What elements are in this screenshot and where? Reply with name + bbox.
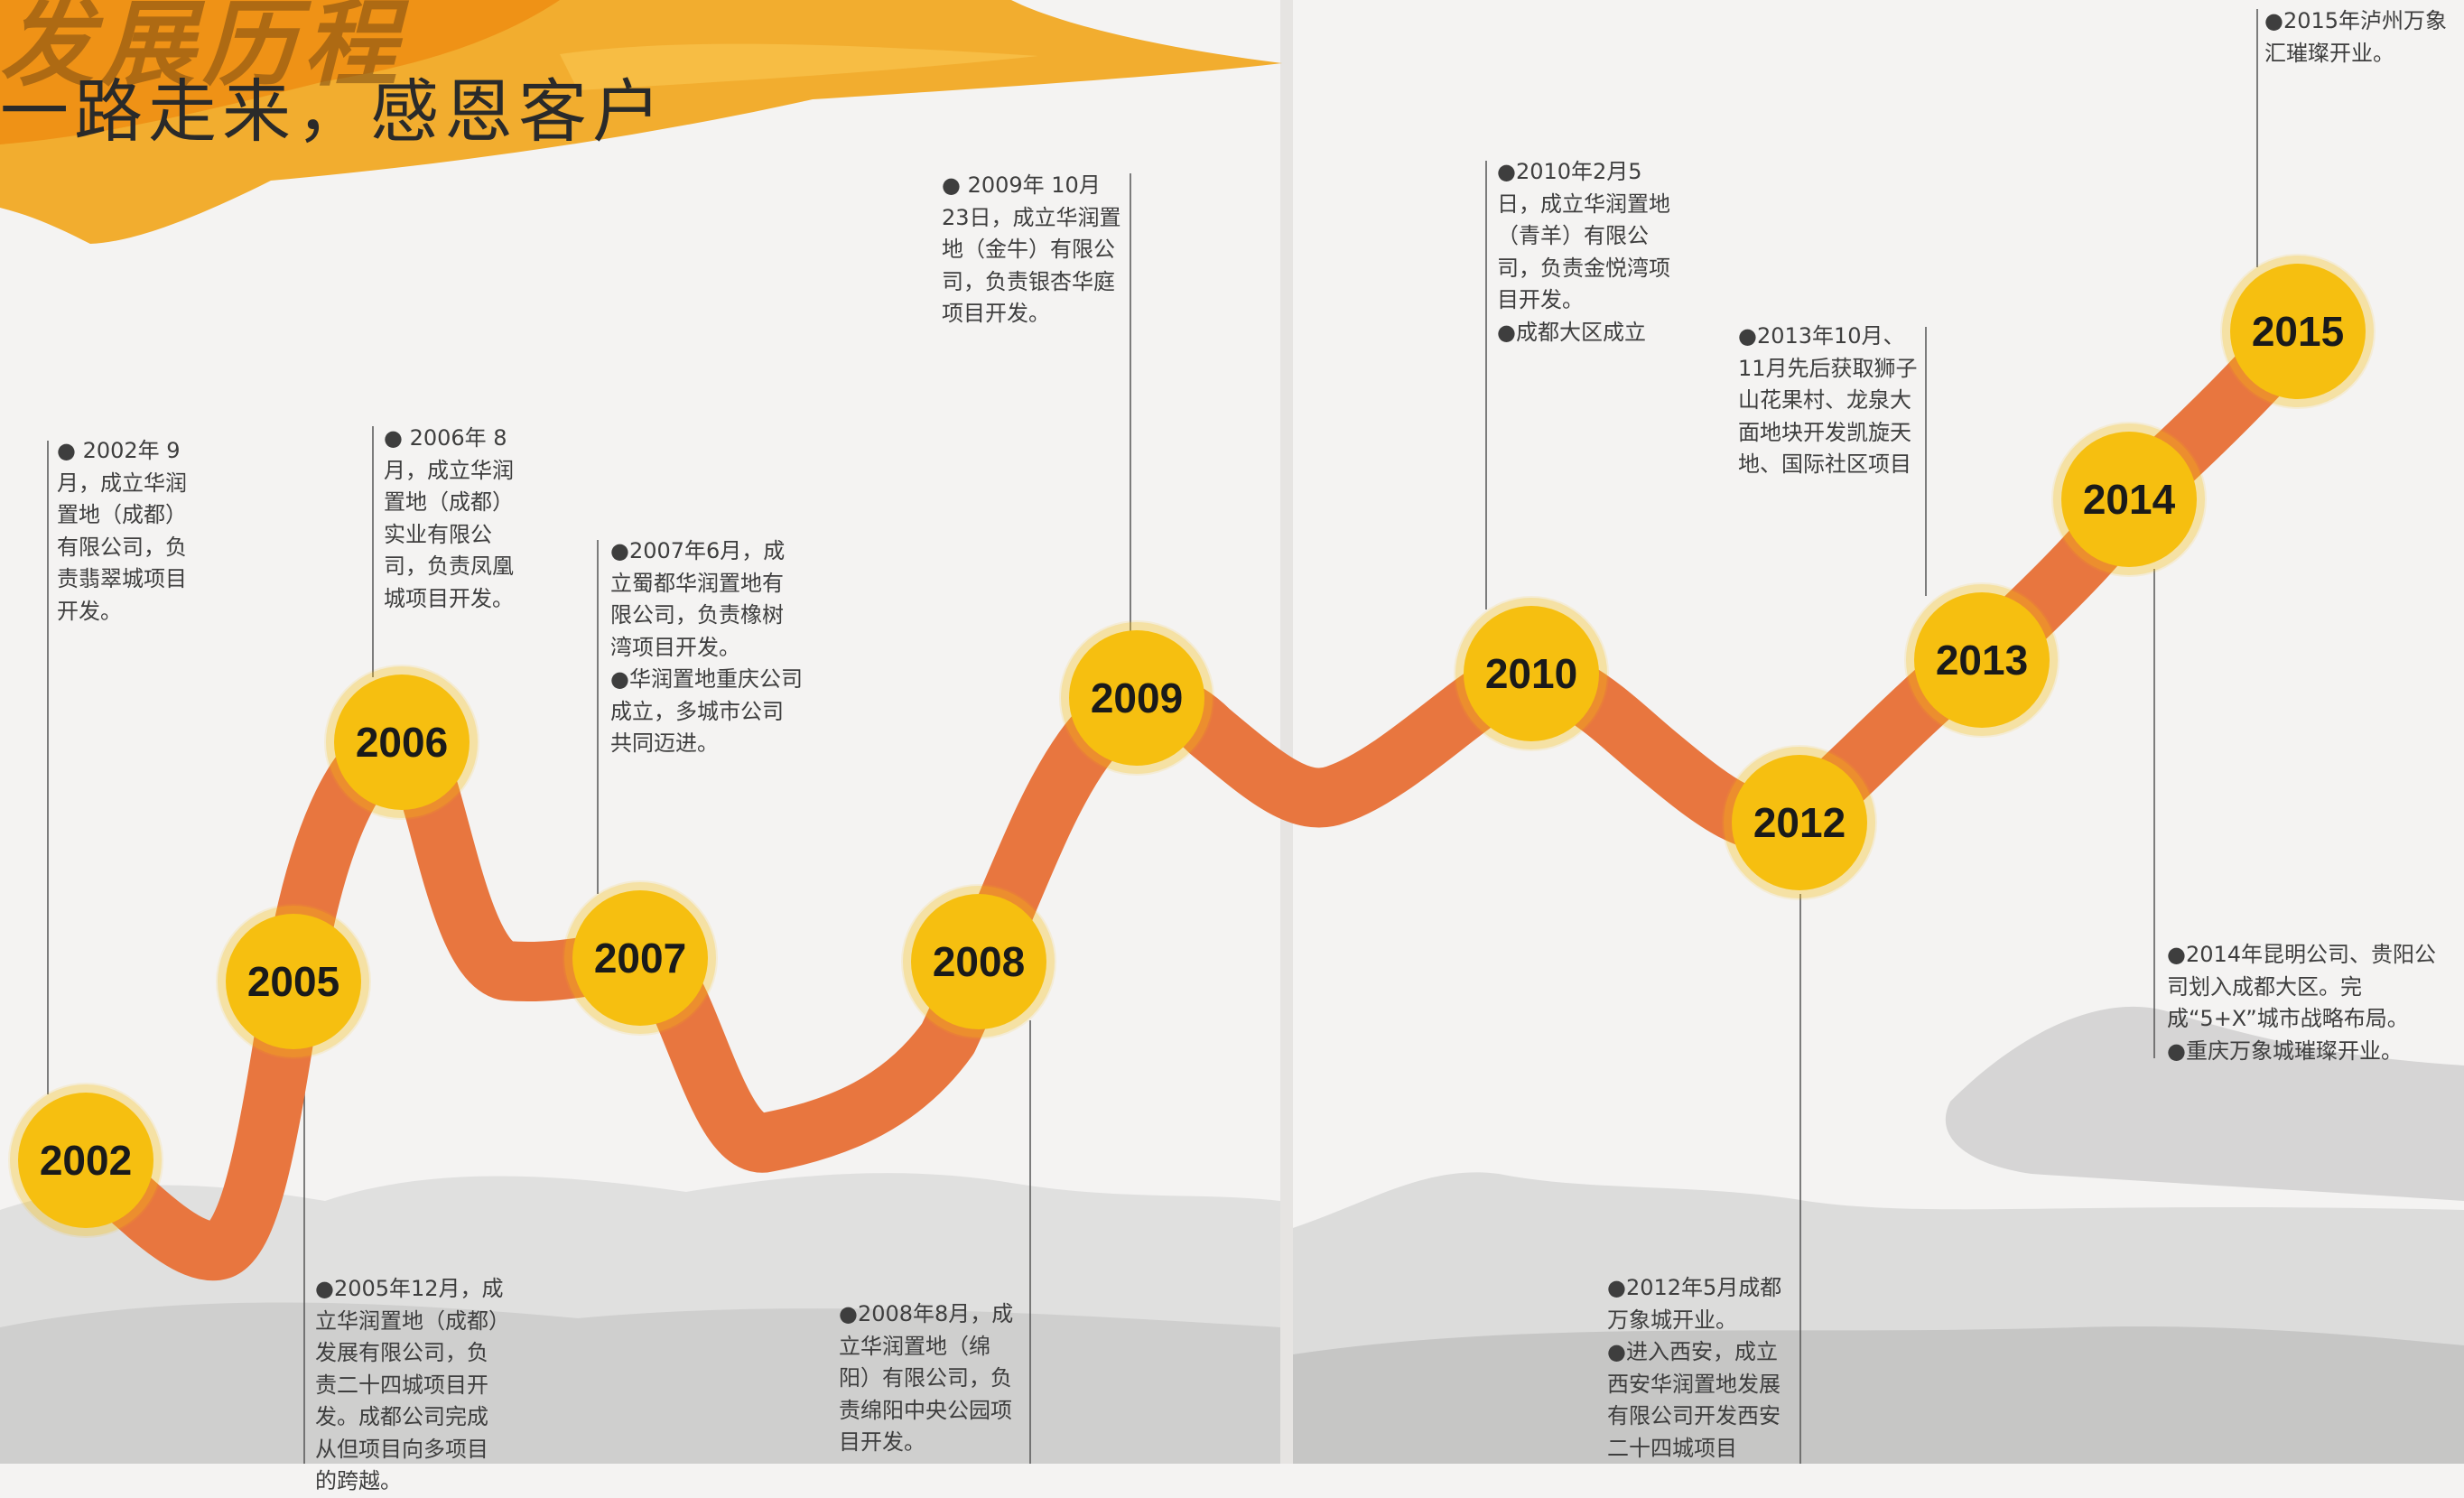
milestone-note-2002: ● 2002年 9月，成立华润置地（成都）有限公司，负责翡翠城项目开发。 <box>57 435 203 628</box>
page-title: 发展历程 <box>0 0 405 99</box>
milestone-note-2007: ●2007年6月，成立蜀都华润置地有限公司，负责橡树湾项目开发。 ●华润置地重庆… <box>610 535 804 760</box>
note-text: ●重庆万象城璀璨开业。 <box>2167 1037 2403 1064</box>
timeline-path <box>56 300 2328 1281</box>
note-text: ●成都大区成立 <box>1497 319 1646 345</box>
milestone-note-2008: ●2008年8月，成立华润置地（绵阳）有限公司，负责绵阳中央公园项目开发。 <box>839 1298 1019 1459</box>
background-art <box>0 0 2464 1464</box>
year-node-2002: 2002 <box>18 1093 153 1228</box>
timeline-graphic <box>47 9 2328 1464</box>
year-node-2005: 2005 <box>226 914 361 1049</box>
leader-lines <box>47 9 2258 1464</box>
page-subtitle: 一路走来，感恩客户 <box>0 71 666 152</box>
note-text: ●2013年10月、11月先后获取狮子山花果村、龙泉大面地块开发凯旋天地、国际社… <box>1738 323 1918 477</box>
note-text: ●2014年昆明公司、贵阳公司划入成都大区。完成“5+X”城市战略布局。 <box>2167 942 2437 1031</box>
milestone-note-2009: ● 2009年 10月23日，成立华润置地（金牛）有限公司，负责银杏华庭项目开发… <box>942 170 1127 330</box>
year-node-2013: 2013 <box>1914 592 2050 728</box>
milestone-note-2014: ●2014年昆明公司、贵阳公司划入成都大区。完成“5+X”城市战略布局。 ●重庆… <box>2167 939 2456 1067</box>
note-text: ● 2002年 9月，成立华润置地（成都）有限公司，负责翡翠城项目开发。 <box>57 438 187 624</box>
milestone-note-2010: ●2010年2月5日，成立华润置地（青羊）有限公司，负责金悦湾项目开发。 ●成都… <box>1497 156 1682 349</box>
note-text: ●2015年泸州万象汇璀璨开业。 <box>2264 8 2448 66</box>
milestone-note-2005: ●2005年12月，成立华润置地（成都）发展有限公司，负责二十四城项目开发。成都… <box>315 1273 509 1498</box>
note-text: ●2010年2月5日，成立华润置地（青羊）有限公司，负责金悦湾项目开发。 <box>1497 159 1670 312</box>
note-text: ● 2006年 8月，成立华润置地（成都）实业有限公司，负责凤凰城项目开发。 <box>384 425 514 611</box>
milestone-note-2013: ●2013年10月、11月先后获取狮子山花果村、龙泉大面地块开发凯旋天地、国际社… <box>1738 321 1923 481</box>
year-node-2009: 2009 <box>1069 630 1204 766</box>
note-text: ●2012年5月成都万象城开业。 <box>1607 1275 1782 1333</box>
note-text: ●2008年8月，成立华润置地（绵阳）有限公司，负责绵阳中央公园项目开发。 <box>839 1301 1014 1455</box>
year-node-2008: 2008 <box>911 894 1046 1029</box>
note-text: ●2005年12月，成立华润置地（成都）发展有限公司，负责二十四城项目开发。成都… <box>315 1276 504 1493</box>
milestone-note-2012: ●2012年5月成都万象城开业。 ●进入西安，成立西安华润置地发展有限公司开发西… <box>1607 1272 1792 1465</box>
note-text: ●进入西安，成立西安华润置地发展有限公司开发西安二十四城项目 <box>1607 1339 1781 1461</box>
note-text: ●2007年6月，成立蜀都华润置地有限公司，负责橡树湾项目开发。 <box>610 538 786 660</box>
milestone-note-2006: ● 2006年 8月，成立华润置地（成都）实业有限公司，负责凤凰城项目开发。 <box>384 423 528 615</box>
milestone-note-2015: ●2015年泸州万象汇璀璨开业。 <box>2264 5 2459 70</box>
year-node-2006: 2006 <box>334 675 470 810</box>
note-text: ● 2009年 10月23日，成立华润置地（金牛）有限公司，负责银杏华庭项目开发… <box>942 172 1121 326</box>
year-node-2012: 2012 <box>1732 755 1867 890</box>
year-node-2010: 2010 <box>1464 606 1599 741</box>
note-text: ●华润置地重庆公司成立，多城市公司共同迈进。 <box>610 666 803 756</box>
year-node-2014: 2014 <box>2061 432 2197 567</box>
year-node-2007: 2007 <box>572 890 708 1026</box>
year-node-2015: 2015 <box>2230 264 2366 399</box>
